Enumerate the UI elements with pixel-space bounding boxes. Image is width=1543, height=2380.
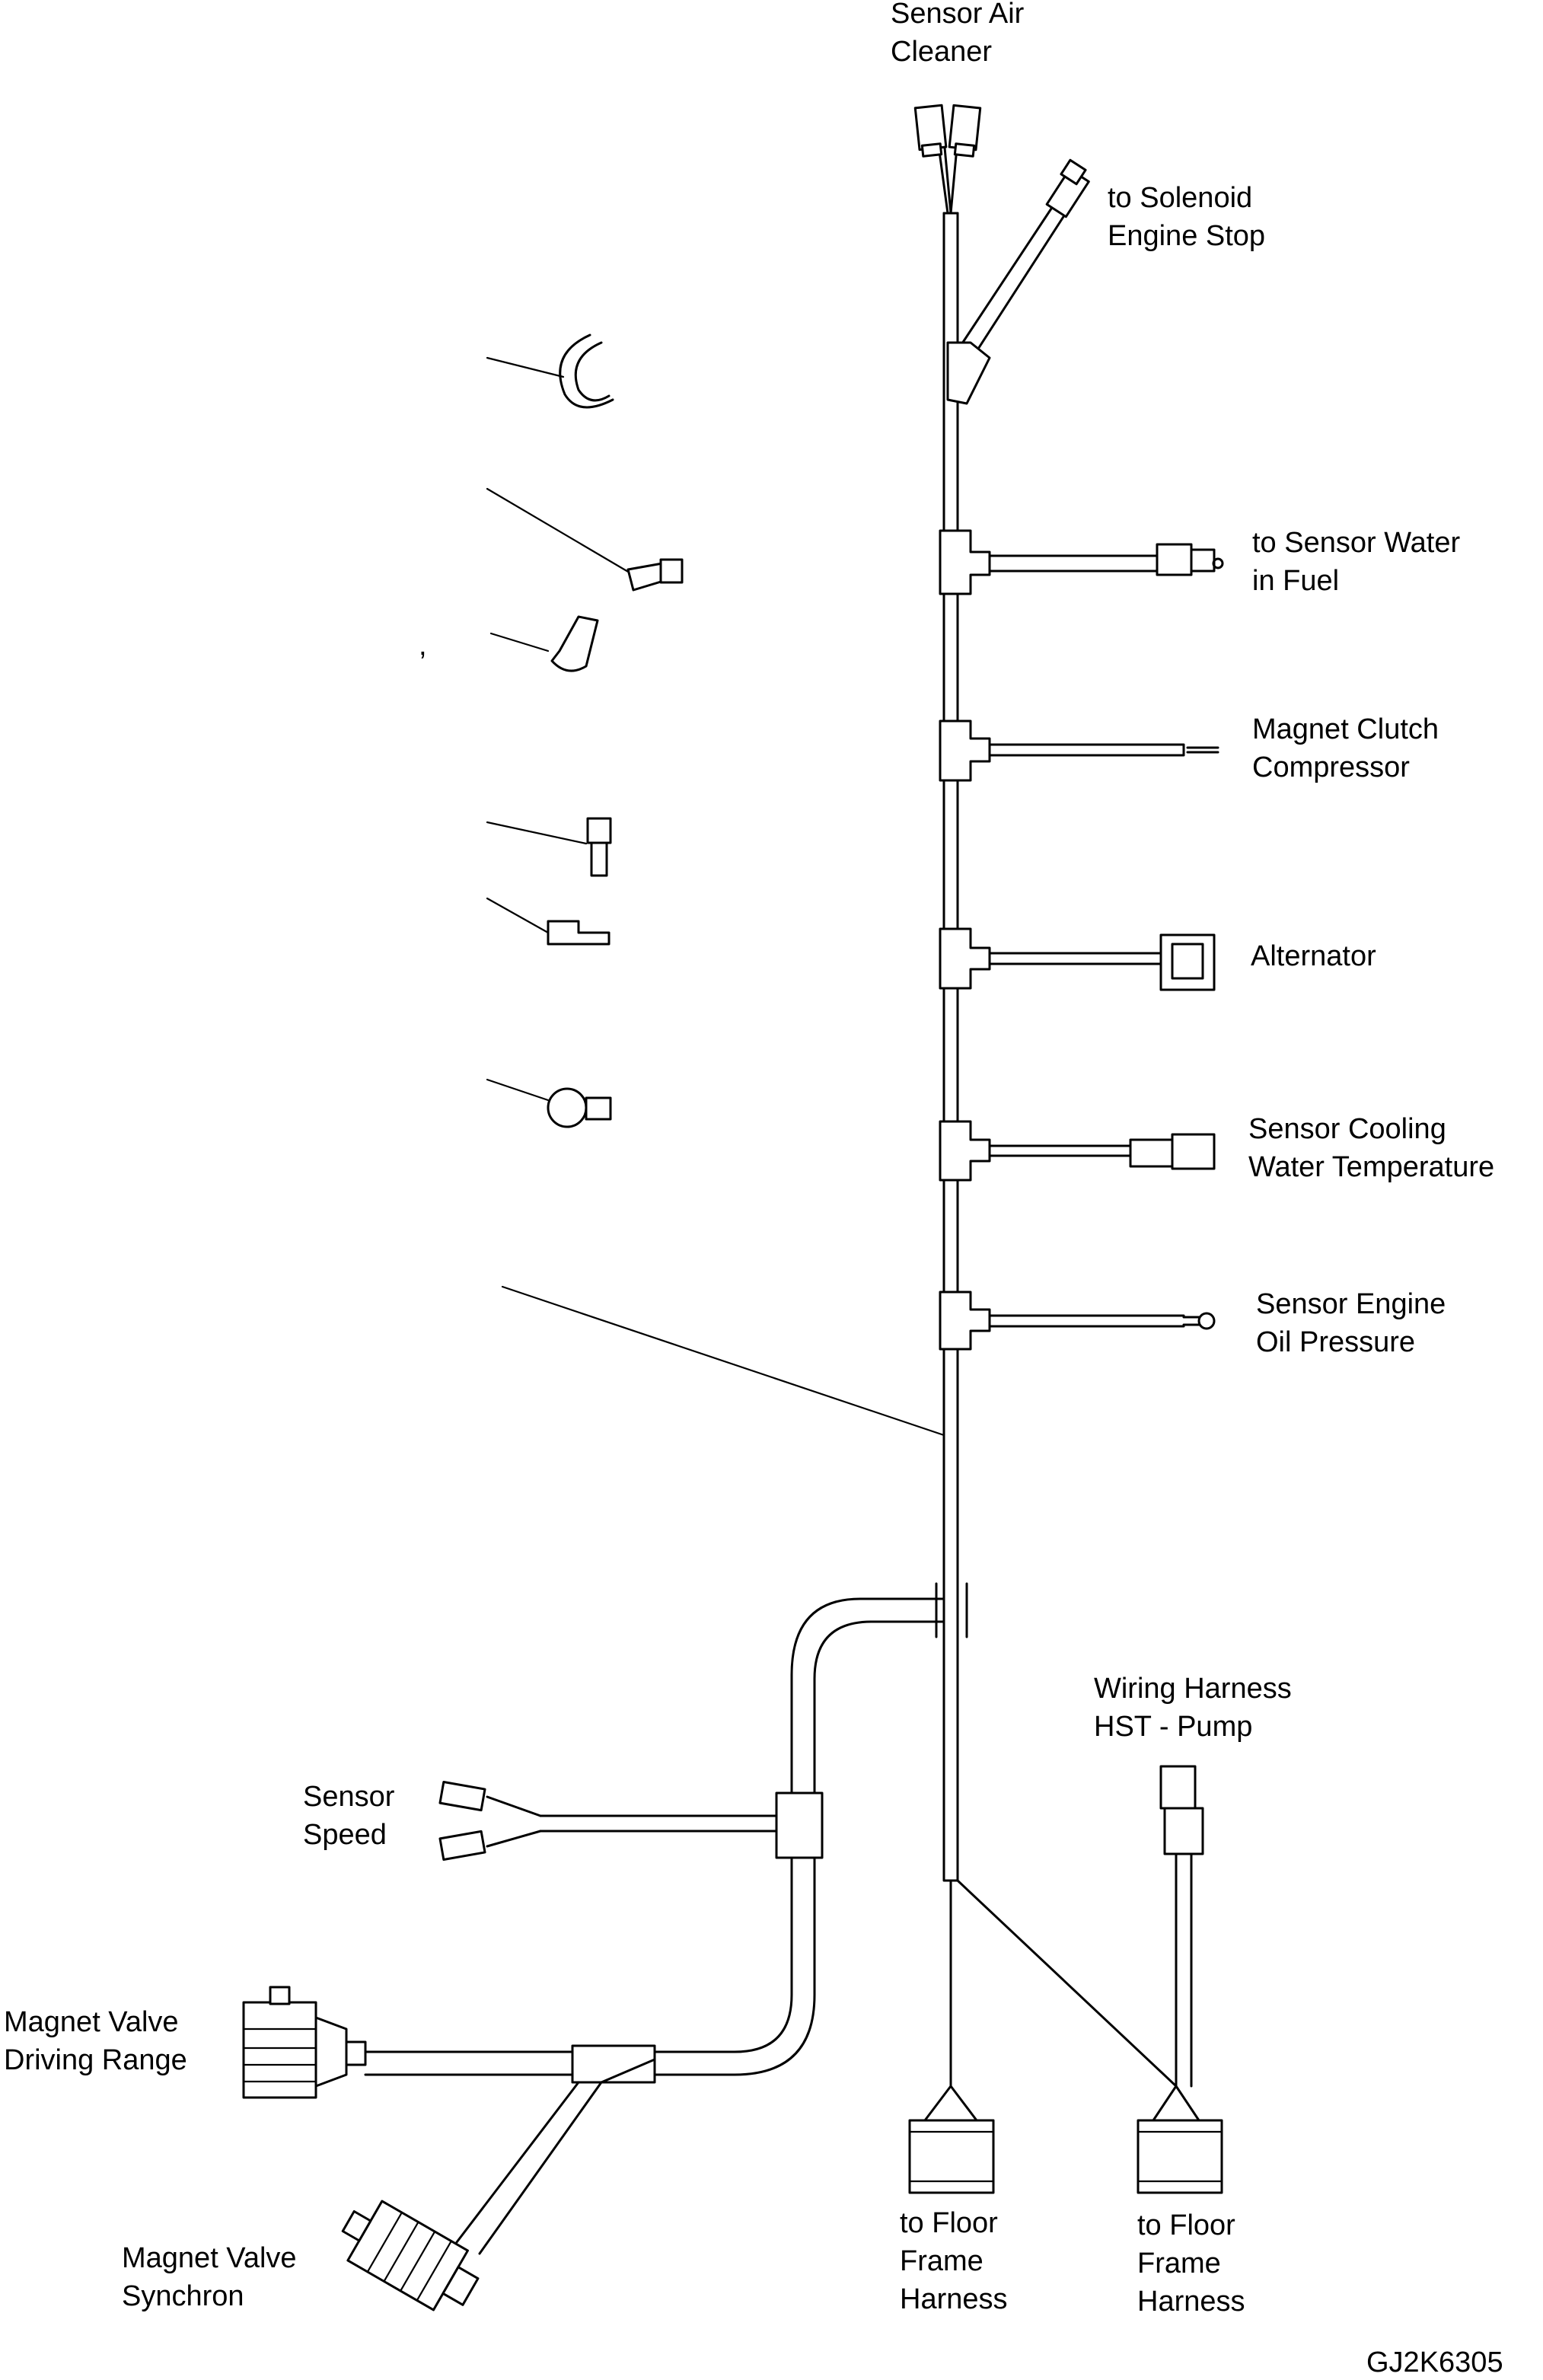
lower-left-harness xyxy=(364,1597,945,2255)
label-sensor-engine-oil-pressure: Sensor Engine Oil Pressure xyxy=(1256,1288,1454,1358)
solenoid-engine-stop-branch xyxy=(946,158,1090,405)
label-sensor-water-in-fuel: to Sensor Water in Fuel xyxy=(1252,527,1468,597)
label-solenoid-engine-stop: to Solenoid Engine Stop xyxy=(1108,182,1265,252)
label-sensor-cooling-water-temperature: Sensor Cooling Water Temperature xyxy=(1248,1113,1494,1183)
label-magnet-clutch-compressor: Magnet Clutch Compressor xyxy=(1252,713,1447,783)
exploded-parts xyxy=(486,333,945,1437)
stray-mark: , xyxy=(419,630,427,662)
magnet-valve-driving-range xyxy=(242,1986,367,2099)
label-floor-frame-harness-1: to Floor Frame Harness xyxy=(900,2207,1008,2315)
floor-frame-connectors xyxy=(908,1765,1223,2194)
label-magnet-valve-synchron: Magnet Valve Synchron xyxy=(122,2242,304,2312)
label-sensor-air-cleaner: Sensor Air Cleaner xyxy=(891,0,1032,68)
trunk-clip xyxy=(935,1582,968,1638)
branch-alternator xyxy=(939,927,1216,991)
branch-oil-pressure xyxy=(939,1290,1216,1351)
branch-magnet-clutch xyxy=(939,719,1219,782)
branch-cooling-water xyxy=(939,1120,1216,1182)
label-alternator: Alternator xyxy=(1251,940,1376,972)
branch-water-in-fuel xyxy=(939,529,1224,595)
magnet-valve-synchron xyxy=(341,2200,480,2311)
label-floor-frame-harness-2: to Floor Frame Harness xyxy=(1137,2209,1245,2318)
drawing-code: GJ2K6305 xyxy=(1366,2347,1503,2378)
sensor-air-cleaner-connectors xyxy=(913,104,982,215)
main-trunk xyxy=(942,212,959,1882)
label-magnet-valve-driving-range: Magnet Valve Driving Range xyxy=(4,2006,187,2076)
label-sensor-speed: Sensor Speed xyxy=(303,1781,403,1851)
label-wiring-harness-hst-pump: Wiring Harness HST - Pump xyxy=(1094,1673,1299,1743)
